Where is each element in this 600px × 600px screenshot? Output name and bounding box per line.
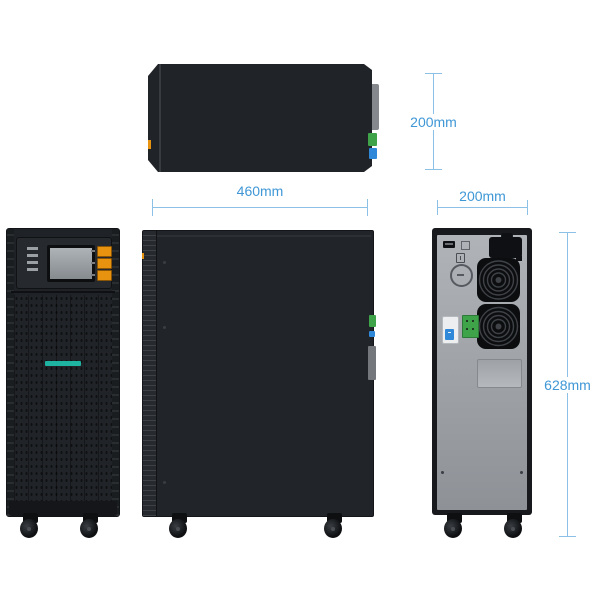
status-led: [27, 261, 38, 264]
caster-hub: [451, 527, 455, 531]
front-right-rail: [112, 229, 119, 516]
button-label-mark: [91, 250, 95, 252]
blue-connector: [369, 148, 377, 159]
usb-port: [443, 241, 455, 248]
green-terminal-connector: [369, 315, 376, 327]
dimension-rear-width: 200mm: [437, 188, 528, 219]
dimension-depth-top-label: 200mm: [406, 113, 461, 130]
breaker-notch: [448, 332, 451, 333]
caster-hub: [87, 527, 91, 531]
screw: [163, 261, 166, 264]
handle-foot: [516, 256, 522, 261]
handle-tab: [501, 233, 513, 239]
screw: [163, 481, 166, 484]
handle-recess: [489, 237, 522, 258]
rear-panel-tab: [368, 346, 376, 380]
panel-button: [97, 246, 112, 257]
status-led: [27, 247, 38, 250]
top-view-body: [148, 64, 372, 172]
front-view-body: [6, 228, 120, 517]
caster-wheel: [322, 513, 348, 540]
front-left-rail: [7, 229, 14, 516]
green-terminal-block: [462, 315, 479, 338]
dimension-tick: [425, 73, 442, 74]
screw: [163, 326, 166, 329]
caster-wheel: [442, 513, 468, 540]
dimension-line: [152, 207, 368, 208]
dimension-width: 460mm: [152, 183, 368, 219]
front-view: [6, 228, 120, 540]
status-led: [27, 268, 38, 271]
power-button-edge: [142, 253, 144, 259]
caster-fork: [23, 513, 38, 523]
green-terminal-connector: [368, 133, 377, 146]
terminal-hole: [466, 320, 468, 322]
caster-hub: [511, 527, 515, 531]
usb-pin: [445, 243, 453, 245]
side-view: [142, 230, 376, 540]
terminal-hole: [472, 320, 474, 322]
caster-wheel: [167, 513, 193, 540]
ventilation-grille: [14, 295, 112, 501]
dimension-tick: [559, 232, 576, 233]
brand-logo: [45, 361, 81, 366]
top-view: [148, 64, 379, 172]
control-panel: [16, 237, 112, 289]
caster-fork: [447, 513, 462, 523]
cooling-fan: [477, 258, 520, 302]
caster-hub: [176, 527, 180, 531]
caster-fork: [83, 513, 98, 523]
button-label-mark: [91, 274, 95, 276]
blanking-plate: [477, 359, 522, 388]
status-led: [27, 254, 38, 257]
dimension-tick: [437, 200, 438, 215]
dial-dash: [457, 274, 464, 276]
dimension-depth-top: 200mm: [406, 73, 461, 170]
dimension-tick: [152, 199, 153, 216]
button-label-mark: [91, 262, 95, 264]
panel-button: [97, 258, 112, 269]
caster-fork: [327, 513, 342, 523]
lcd-display: [47, 245, 95, 282]
breaker-rocker: [445, 329, 454, 340]
side-top-rim: [157, 235, 371, 237]
front-base-strip: [9, 501, 117, 516]
rear-view-body: [432, 228, 532, 515]
caster-wheel: [78, 513, 104, 540]
dimension-tick: [425, 169, 442, 170]
blue-connector: [369, 331, 375, 337]
dimension-height-label: 628mm: [540, 376, 595, 393]
dimension-width-label: 460mm: [232, 183, 288, 199]
side-front-edge: [143, 231, 157, 516]
caster-wheel: [18, 513, 44, 540]
dimension-tick: [559, 536, 576, 537]
side-view-body: [142, 230, 376, 517]
circuit-breaker: [442, 316, 459, 344]
caster-hub: [331, 527, 335, 531]
caster-wheel: [502, 513, 528, 540]
panel-groove: [11, 291, 115, 293]
caster-fork: [507, 513, 522, 523]
panel-button: [97, 270, 112, 281]
terminal-hole: [466, 328, 468, 330]
dimension-tick: [527, 200, 528, 215]
cooling-fan: [477, 304, 520, 349]
dimension-tick: [367, 199, 368, 216]
dimension-line: [437, 207, 528, 208]
terminal-hole: [472, 328, 474, 330]
screw: [441, 471, 444, 474]
caster-hub: [27, 527, 31, 531]
power-button-edge: [148, 140, 151, 149]
screw: [520, 471, 523, 474]
breaker-dial: [450, 264, 473, 287]
port-outline: [461, 241, 470, 250]
dimension-height: 628mm: [540, 232, 595, 537]
dimension-rear-width-label: 200mm: [455, 188, 510, 204]
rear-view: [432, 228, 532, 540]
front-bezel-line: [159, 64, 161, 172]
warning-icon: [456, 253, 465, 263]
warning-mark: [460, 256, 461, 260]
caster-fork: [172, 513, 187, 523]
